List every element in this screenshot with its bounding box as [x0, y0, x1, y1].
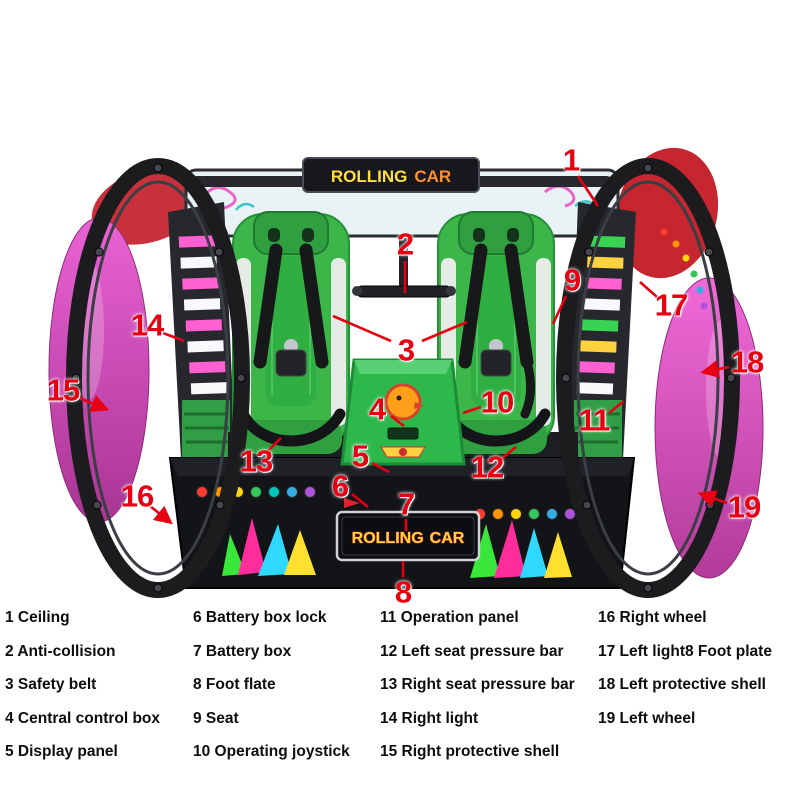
leader-line-16	[149, 504, 173, 525]
windshield-doodle	[235, 202, 255, 211]
legend-item-3: 3 Safety belt	[5, 676, 97, 693]
legend-item-17: 17 Left light8 Foot plate	[598, 642, 772, 660]
legend-item-18: 18 Left protective shell	[598, 676, 766, 693]
legend-item-7: 7 Battery box	[193, 642, 292, 660]
leader-line-10	[462, 405, 482, 415]
right-light	[168, 202, 236, 478]
leader-line-11	[608, 399, 625, 415]
legend-item-4: 4 Central control box	[5, 709, 161, 727]
right-wheel	[66, 158, 250, 598]
legend-column-3: 11 Operation panel 12 Left seat pressure …	[380, 601, 598, 769]
headrest	[253, 211, 329, 255]
sign-flag	[344, 498, 360, 508]
leader-line-15	[78, 395, 110, 412]
left-wheel	[556, 158, 740, 598]
legend-column-1: 1 Ceiling 2 Anti-collision 3 Safety belt 4 …	[5, 601, 193, 769]
leader-line-12	[500, 445, 517, 461]
leader-line-3	[421, 320, 468, 343]
left-light-shell	[615, 147, 719, 279]
legend-item-5: 5 Display panel	[5, 743, 118, 760]
legend-item-8: 8 Foot flate	[193, 676, 276, 693]
leader-line-5	[371, 461, 390, 474]
legend: 1 Ceiling 2 Anti-collision 3 Safety belt 4 …	[5, 601, 798, 769]
legend-item-2: 2 Anti-collision	[5, 642, 116, 660]
legend-item-13: 13 Right seat pressure bar	[380, 676, 575, 693]
legend-column-2: 6 Battery box lock 7 Battery box 8 Foot fl…	[193, 601, 380, 769]
safety-belt	[253, 243, 329, 377]
wheel-rainbow-lights	[660, 228, 708, 310]
leader-line-13	[267, 437, 282, 452]
control-box-emblem	[384, 383, 422, 421]
legend-item-12: 12 Left seat pressure bar	[380, 642, 564, 660]
windshield-doodle	[544, 184, 576, 208]
legend-item-6: 6 Battery box lock	[193, 609, 327, 626]
seat-right	[437, 211, 555, 454]
safety-belt	[458, 243, 535, 419]
central-control-box	[340, 358, 466, 466]
leader-line-14	[162, 331, 185, 343]
headrest	[458, 211, 534, 255]
legend-item-9: 9 Seat	[193, 709, 239, 727]
leader-line-4	[390, 414, 405, 428]
leader-line-17	[639, 281, 658, 298]
leader-line-9	[551, 295, 568, 325]
right-seat-pressure-bar	[237, 408, 346, 447]
legend-item-16: 16 Right wheel	[598, 609, 707, 626]
display-panel	[387, 427, 419, 440]
legend-item-15: 15 Right protective shell	[380, 743, 560, 760]
legend-item-1: 1 Ceiling	[5, 609, 70, 626]
legend-item-14: 14 Right light	[380, 709, 479, 727]
legend-item-10: 10 Operating joystick	[193, 743, 350, 760]
left-light	[568, 202, 636, 478]
legend-item-11: 11 Operation panel	[380, 609, 519, 626]
leader-line-6	[351, 492, 369, 509]
legend-item-19: 19 Left wheel	[598, 709, 696, 727]
legend-column-4: 16 Right wheel 17 Left light8 Foot plate 1…	[598, 601, 798, 769]
leader-line-19	[697, 490, 728, 508]
leader-lines	[78, 175, 730, 577]
leader-line-18	[700, 360, 730, 379]
leader-line-3	[332, 314, 392, 343]
leader-line-1	[576, 175, 600, 207]
